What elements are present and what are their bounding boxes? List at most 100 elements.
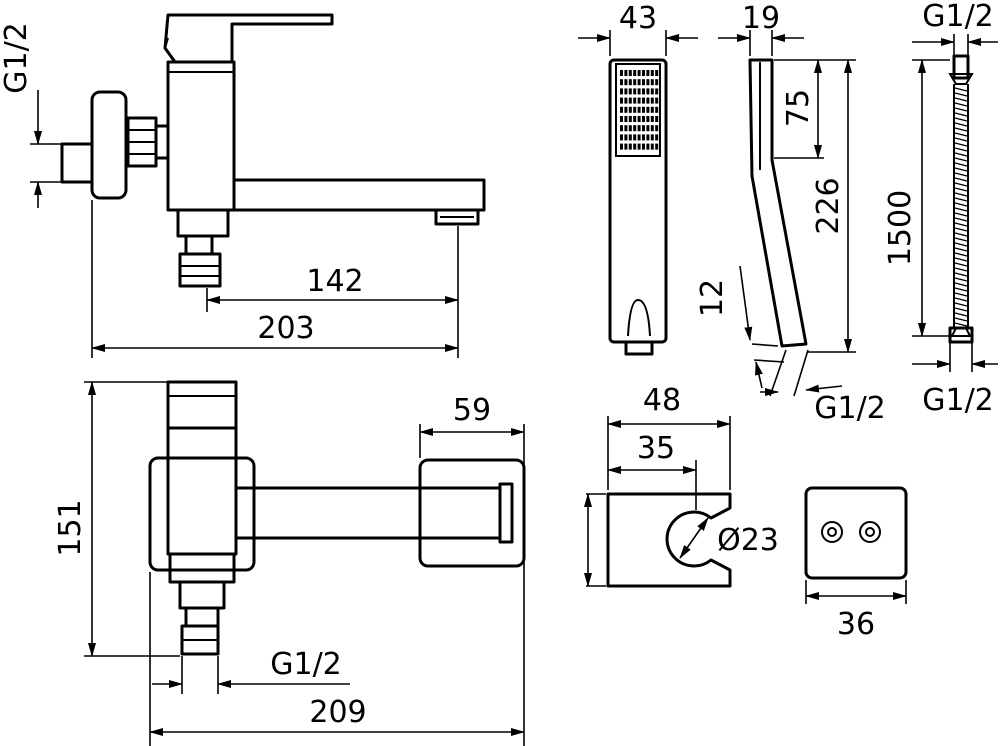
nozzle <box>620 125 623 132</box>
nozzle <box>624 88 628 95</box>
nozzle <box>650 143 654 150</box>
nozzle-grid <box>620 70 659 150</box>
hose-rib <box>954 242 968 247</box>
nozzle <box>624 70 628 76</box>
hose-rib <box>954 182 968 187</box>
hose-rib <box>954 222 968 227</box>
hose-rib <box>954 277 968 282</box>
hose-rib <box>954 192 968 197</box>
nozzle <box>633 134 637 141</box>
hose-rib <box>954 142 968 147</box>
nozzle <box>624 106 628 113</box>
nozzle <box>637 116 641 122</box>
shower-total-length-label: 226 <box>811 177 846 234</box>
nozzle <box>628 116 632 122</box>
nozzle <box>655 88 659 95</box>
nozzle <box>633 143 637 150</box>
hose-rib <box>954 202 968 207</box>
shower-tip-label: 12 <box>695 279 730 317</box>
hose-rib <box>954 147 968 152</box>
hose-rib <box>954 312 968 317</box>
hose-rib <box>954 317 968 322</box>
shower-hose: G1/2 1500 G1/2 <box>883 0 998 418</box>
nozzle <box>628 97 632 104</box>
hose-rib <box>954 297 968 302</box>
hose-top-thread-label: G1/2 <box>922 0 994 34</box>
nozzle <box>620 116 623 122</box>
nozzle <box>650 70 654 76</box>
nozzle <box>628 88 632 95</box>
hose-rib <box>954 322 968 327</box>
wall-plate-label: 59 <box>453 393 491 428</box>
hose-rib <box>954 162 968 167</box>
hose-rib <box>954 237 968 242</box>
nozzle <box>655 70 659 76</box>
nozzle <box>655 79 659 86</box>
nozzle <box>620 134 623 141</box>
hose-rib <box>954 307 968 312</box>
nozzle <box>642 125 645 132</box>
hose-rib <box>954 187 968 192</box>
nozzle <box>642 143 645 150</box>
nozzle <box>650 88 654 95</box>
nozzle <box>628 134 632 141</box>
nozzle <box>624 79 628 86</box>
hose-rib <box>954 197 968 202</box>
nozzle <box>637 70 641 76</box>
nozzle <box>628 125 632 132</box>
nozzle <box>646 116 650 122</box>
nozzle <box>650 134 654 141</box>
hose-rib <box>954 167 968 172</box>
nozzle <box>620 70 623 76</box>
nozzle <box>655 134 659 141</box>
hose-ribs <box>954 87 968 327</box>
nozzle <box>655 125 659 132</box>
mount-block-width-label: 36 <box>837 607 875 642</box>
hose-rib <box>954 217 968 222</box>
shower-thread-label: G1/2 <box>814 391 886 426</box>
hose-rib <box>954 302 968 307</box>
hose-rib <box>954 152 968 157</box>
nozzle <box>642 79 645 86</box>
nozzle <box>642 97 645 104</box>
faucet-top-length-label: 209 <box>309 695 366 730</box>
faucet-top-height-label: 151 <box>53 499 88 556</box>
hose-rib <box>954 212 968 217</box>
nozzle <box>628 79 632 86</box>
nozzle <box>624 97 628 104</box>
hose-rib <box>954 117 968 122</box>
nozzle <box>633 116 637 122</box>
hose-rib <box>954 157 968 162</box>
nozzle <box>642 116 645 122</box>
hand-shower-side: 19 75 226 12 G1/2 <box>695 1 886 426</box>
nozzle <box>646 143 650 150</box>
holder-slot-width-label: 35 <box>637 431 675 466</box>
faucet-top-view: 151 59 G1/2 209 <box>53 380 526 746</box>
hose-body <box>948 54 974 344</box>
hose-rib <box>954 287 968 292</box>
hand-shower-front-body <box>608 58 668 356</box>
mount-block-body <box>804 486 908 580</box>
hose-rib <box>954 102 968 107</box>
nozzle <box>633 70 637 76</box>
hose-rib <box>954 87 968 92</box>
nozzle <box>650 125 654 132</box>
nozzle <box>628 106 632 113</box>
nozzle <box>637 143 641 150</box>
nozzle <box>637 106 641 113</box>
nozzle <box>646 97 650 104</box>
shower-head-length-label: 75 <box>781 89 816 127</box>
nozzle <box>633 79 637 86</box>
nozzle <box>633 88 637 95</box>
shower-holder: 48 35 Ø23 <box>584 383 779 588</box>
nozzle <box>637 97 641 104</box>
hose-rib <box>954 227 968 232</box>
holder-width-label: 48 <box>643 383 681 418</box>
nozzle <box>628 143 632 150</box>
nozzle <box>637 125 641 132</box>
hose-rib <box>954 247 968 252</box>
hose-rib <box>954 172 968 177</box>
faucet-side-length-label: 203 <box>257 311 314 346</box>
hose-rib <box>954 122 968 127</box>
